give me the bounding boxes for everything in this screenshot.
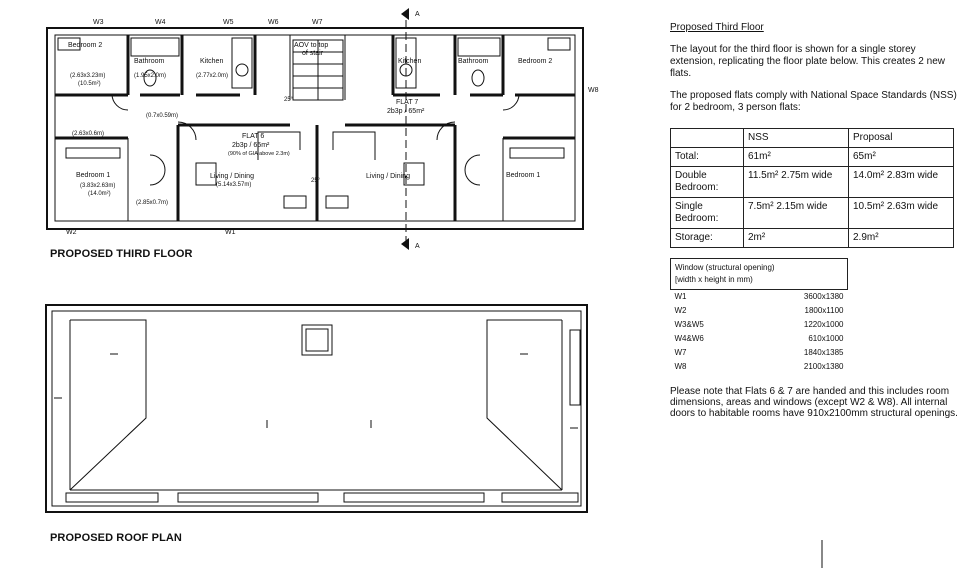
label-w5: W5 (223, 19, 234, 26)
nss-row-label: Total: (670, 147, 744, 167)
label-w6: W6 (268, 19, 279, 26)
window-size: 1840x1385 (803, 348, 844, 357)
label-w2: W2 (66, 229, 77, 236)
table-row: Storage: 2m² 2.9m² (670, 228, 954, 248)
window-name: W3&W5 (674, 320, 704, 329)
kitchen-right-label: Kitchen (398, 58, 421, 65)
table-row: W7 1840x1385 (671, 346, 848, 360)
flat7-info: 2b3p / 65m² (387, 108, 425, 115)
bathroom-left-label: Bathroom (134, 58, 165, 65)
nss-header-nss: NSS (743, 128, 849, 148)
window-table: Window (structural opening) [width x hei… (670, 258, 848, 374)
table-row: W1 3600x1380 (671, 290, 848, 305)
window-table-subtitle: [width x height in mm) (675, 275, 753, 284)
bathroom-left-dims: (1.95x2.0m) (134, 73, 166, 79)
bedroom2-left-dims: (2.63x3.23m) (70, 73, 105, 79)
notes-panel: Proposed Third Floor The layout for the … (670, 22, 960, 419)
bedroom1-left-area: (14.0m²) (88, 191, 111, 197)
panel-paragraph-1: The layout for the third floor is shown … (670, 44, 945, 79)
panel-title: Proposed Third Floor (670, 22, 764, 33)
bedroom2-left-area: (10.5m²) (78, 81, 101, 87)
flat6-info: 2b3p / 65m² (232, 142, 270, 149)
nss-row-proposal: 14.0m² 2.83m wide (848, 166, 954, 198)
table-row: W3&W5 1220x1000 (671, 318, 848, 332)
table-row: Total: 61m² 65m² (670, 147, 954, 167)
window-name: W7 (674, 348, 687, 357)
living-right-label: Living / Dining (366, 173, 410, 180)
slope-label-stair: 25° (284, 97, 294, 103)
section-label-bottom: A (415, 243, 420, 250)
window-name: W4&W6 (674, 334, 704, 343)
table-row: W8 2100x1380 (671, 360, 848, 374)
bedroom2-left-label: Bedroom 2 (68, 42, 102, 49)
flat6-label: FLAT 6 (242, 133, 264, 140)
kitchen-left-dims: (2.77x2.0m) (196, 73, 228, 79)
third-floor-plan (46, 20, 584, 248)
window-table-title-row: Window (structural opening) [width x hei… (670, 258, 848, 290)
hall-dims: (2.63x0.6m) (72, 131, 104, 137)
window-size: 610x1000 (808, 334, 844, 343)
nss-header-blank (670, 128, 744, 148)
panel-note: Please note that Flats 6 & 7 are handed … (670, 386, 958, 419)
section-arrow-top (401, 8, 409, 20)
flat6-gia: (90% of GIA above 2.3m) (228, 151, 290, 157)
nss-row-proposal: 10.5m² 2.63m wide (848, 197, 954, 229)
aov-label-2: of stair (302, 50, 324, 57)
section-label-top: A (415, 11, 420, 18)
window-size: 1800x1100 (804, 306, 844, 315)
panel-paragraph-2: The proposed flats comply with National … (670, 90, 957, 113)
nss-row-nss: 11.5m² 2.75m wide (743, 166, 849, 198)
table-row: W4&W6 610x1000 (671, 332, 848, 346)
nss-table: NSS Proposal Total: 61m² 65m² Double Bed… (670, 128, 954, 248)
bedroom1-left-label: Bedroom 1 (76, 172, 110, 179)
window-name: W2 (674, 306, 687, 315)
section-arrow-bottom (401, 238, 409, 250)
nss-row-label: Single Bedroom: (670, 197, 744, 229)
bathroom-right-label: Bathroom (458, 58, 489, 65)
living-left-label: Living / Dining (210, 173, 254, 180)
kitchen-left-label: Kitchen (200, 58, 223, 65)
bedroom2-right-label: Bedroom 2 (518, 58, 552, 65)
wardrobe-dims: (2.85x0.7m) (136, 200, 168, 206)
nss-table-header: NSS Proposal (670, 128, 954, 148)
bedroom1-right-label: Bedroom 1 (506, 172, 540, 179)
heading-third-floor: PROPOSED THIRD FLOOR (50, 248, 193, 260)
table-row: W2 1800x1100 (671, 304, 848, 318)
table-row: Double Bedroom: 11.5m² 2.75m wide 14.0m²… (670, 166, 954, 198)
heading-roof-plan: PROPOSED ROOF PLAN (50, 532, 182, 544)
window-table-title: Window (structural opening) (675, 263, 775, 272)
window-size: 3600x1380 (803, 292, 844, 301)
nss-row-nss: 7.5m² 2.15m wide (743, 197, 849, 229)
nss-row-nss: 61m² (743, 147, 849, 167)
label-w3: W3 (93, 19, 104, 26)
label-w1: W1 (225, 229, 236, 236)
nss-row-proposal: 2.9m² (848, 228, 954, 248)
nss-row-proposal: 65m² (848, 147, 954, 167)
bedroom1-left-dims: (3.83x2.63m) (80, 183, 115, 189)
window-size: 2100x1380 (803, 362, 844, 371)
window-size: 1220x1000 (803, 320, 844, 329)
aov-label: AOV to top (294, 42, 328, 49)
nss-row-label: Double Bedroom: (670, 166, 744, 198)
window-name: W1 (674, 292, 687, 301)
roof-plan (45, 304, 588, 513)
label-w8: W8 (588, 87, 599, 94)
nss-row-label: Storage: (670, 228, 744, 248)
table-row: Single Bedroom: 7.5m² 2.15m wide 10.5m² … (670, 197, 954, 229)
slope-label-living: 25° (311, 178, 321, 184)
nss-row-nss: 2m² (743, 228, 849, 248)
living-left-dims: (5.14x3.57m) (216, 182, 251, 188)
label-w4: W4 (155, 19, 166, 26)
nss-header-proposal: Proposal (848, 128, 954, 148)
store-dims: (0.7x0.59m) (146, 113, 178, 119)
window-name: W8 (674, 362, 687, 371)
label-w7: W7 (312, 19, 323, 26)
flat7-label: FLAT 7 (396, 99, 418, 106)
